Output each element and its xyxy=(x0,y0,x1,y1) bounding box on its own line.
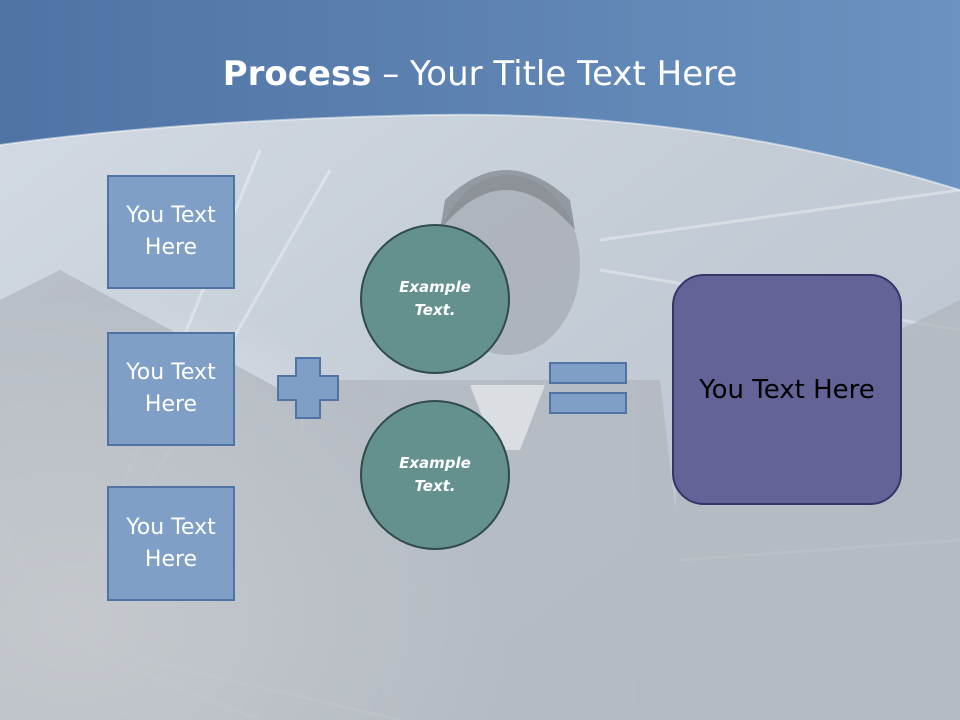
example-circle-1: Example Text. xyxy=(360,224,510,374)
input-box-label: You Text Here xyxy=(126,203,216,260)
title-rest: – Your Title Text Here xyxy=(371,54,738,94)
page-title: Process – Your Title Text Here xyxy=(0,52,960,96)
circle-label: Example Text. xyxy=(399,454,471,495)
input-box-label: You Text Here xyxy=(126,514,216,572)
input-box-3: You Text Here xyxy=(107,486,235,601)
input-box-1: You Text Here xyxy=(107,175,235,289)
example-circle-2: Example Text. xyxy=(360,400,510,550)
result-box-label: You Text Here xyxy=(699,374,875,405)
input-box-label: You Text Here xyxy=(126,360,216,417)
input-box-2: You Text Here xyxy=(107,332,235,446)
result-box: You Text Here xyxy=(672,274,902,505)
title-bold: Process xyxy=(222,54,372,94)
circle-label: Example Text. xyxy=(399,278,471,319)
